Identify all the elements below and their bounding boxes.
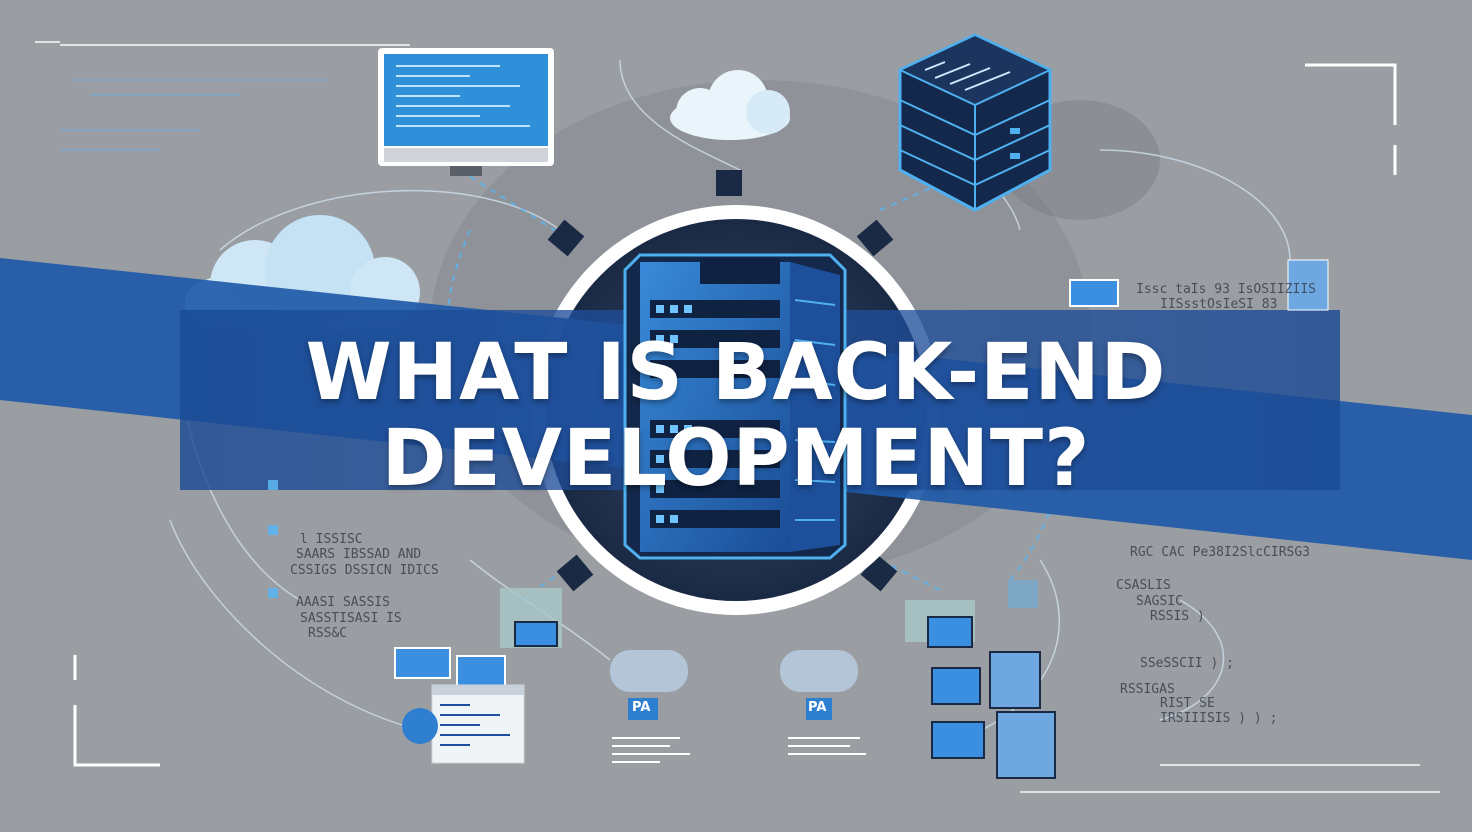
node-bubble-left [610,650,690,763]
code-snippet: SAARS IBSSAD AND [296,547,422,562]
title-line-2: DEVELOPMENT? [381,414,1091,504]
code-snippet: SASSTISASI IS [300,611,402,626]
window-icon [394,588,562,764]
server-stack-icon [897,33,1053,212]
code-snippet: RSSIS ) [1150,609,1205,624]
monitor-icon [378,48,554,176]
server-rack-icon [623,253,847,560]
code-snippet: IRSIIISIS ) ) ; [1160,711,1278,726]
code-snippet: RSSIGAS [1120,682,1175,697]
node-label-left: PA [632,700,651,715]
title-line-1: WHAT IS BACK-END [305,328,1167,418]
node-label-right: PA [808,700,827,715]
cloud-icon [670,70,790,196]
code-snippet: l ISSISC [300,532,363,547]
code-snippet: SAGSIC [1136,594,1183,609]
code-snippet: AAASI SASSIS [296,595,390,610]
code-snippet: RSS&C [308,626,348,641]
code-snippet: Issc taIs 93 IsOSIIZIIS [1136,282,1317,297]
code-snippet: RIST SE [1160,696,1215,711]
window-icon [905,259,1329,779]
code-snippet: SSeSSCII ) ; [1140,656,1234,671]
code-snippet: RGC CAC Pe38I2SlcCIRSG3 [1130,545,1311,560]
code-snippet: CSSIGS DSSICN IDICS [290,563,439,578]
code-snippet: IISsstOsIeSI 83 [1160,297,1278,312]
frame-corner-bottom-left [73,705,160,767]
code-snippet: CSASLIS [1116,578,1171,593]
frame-corner-top-right [1305,63,1397,125]
node-bubble-right [780,650,866,755]
